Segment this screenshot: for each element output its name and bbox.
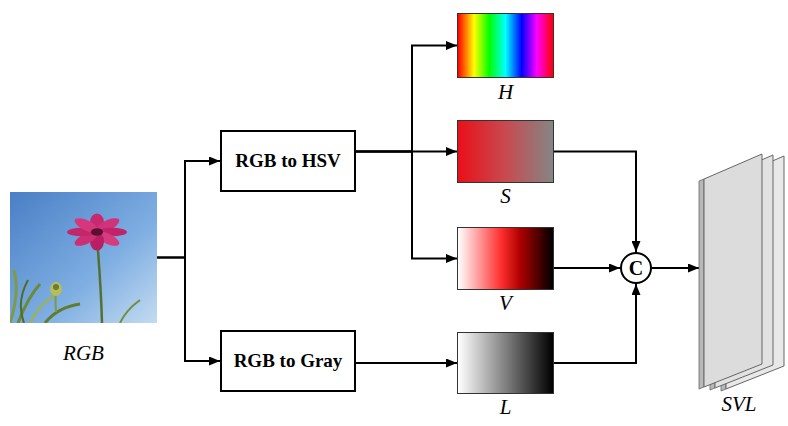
operator-symbol: C [629,258,643,278]
process-box: RGB to HSV [220,130,356,192]
flow-arrow [157,161,220,258]
flow-arrow [356,46,457,152]
caption-label: L [500,397,512,418]
channel-bar: L [457,332,554,394]
concat-circle: C [620,252,652,284]
box-label: RGB to HSV [235,151,341,172]
process-box: RGB to Gray [220,330,356,392]
image-node: RGB [10,192,157,323]
stack-node: SVL [699,155,779,390]
flow-arrow [554,284,636,363]
flow-arrow [652,267,699,269]
caption-label: S [500,186,511,207]
box-label: RGB to Gray [234,351,343,372]
caption-label: H [498,82,513,103]
flow-arrow [157,258,220,362]
flow-arrow [554,267,620,269]
flower-photo [10,192,157,323]
caption-label: RGB [63,343,104,364]
caption-label: SVL [721,394,756,415]
channel-bar: V [457,227,554,290]
channel-bar: S [457,120,554,183]
feature-stack [697,150,787,395]
flow-arrow [356,152,457,259]
caption-label: V [499,293,512,314]
channel-bar: H [457,13,554,78]
flow-arrow [356,362,457,364]
flow-arrow [554,152,636,253]
